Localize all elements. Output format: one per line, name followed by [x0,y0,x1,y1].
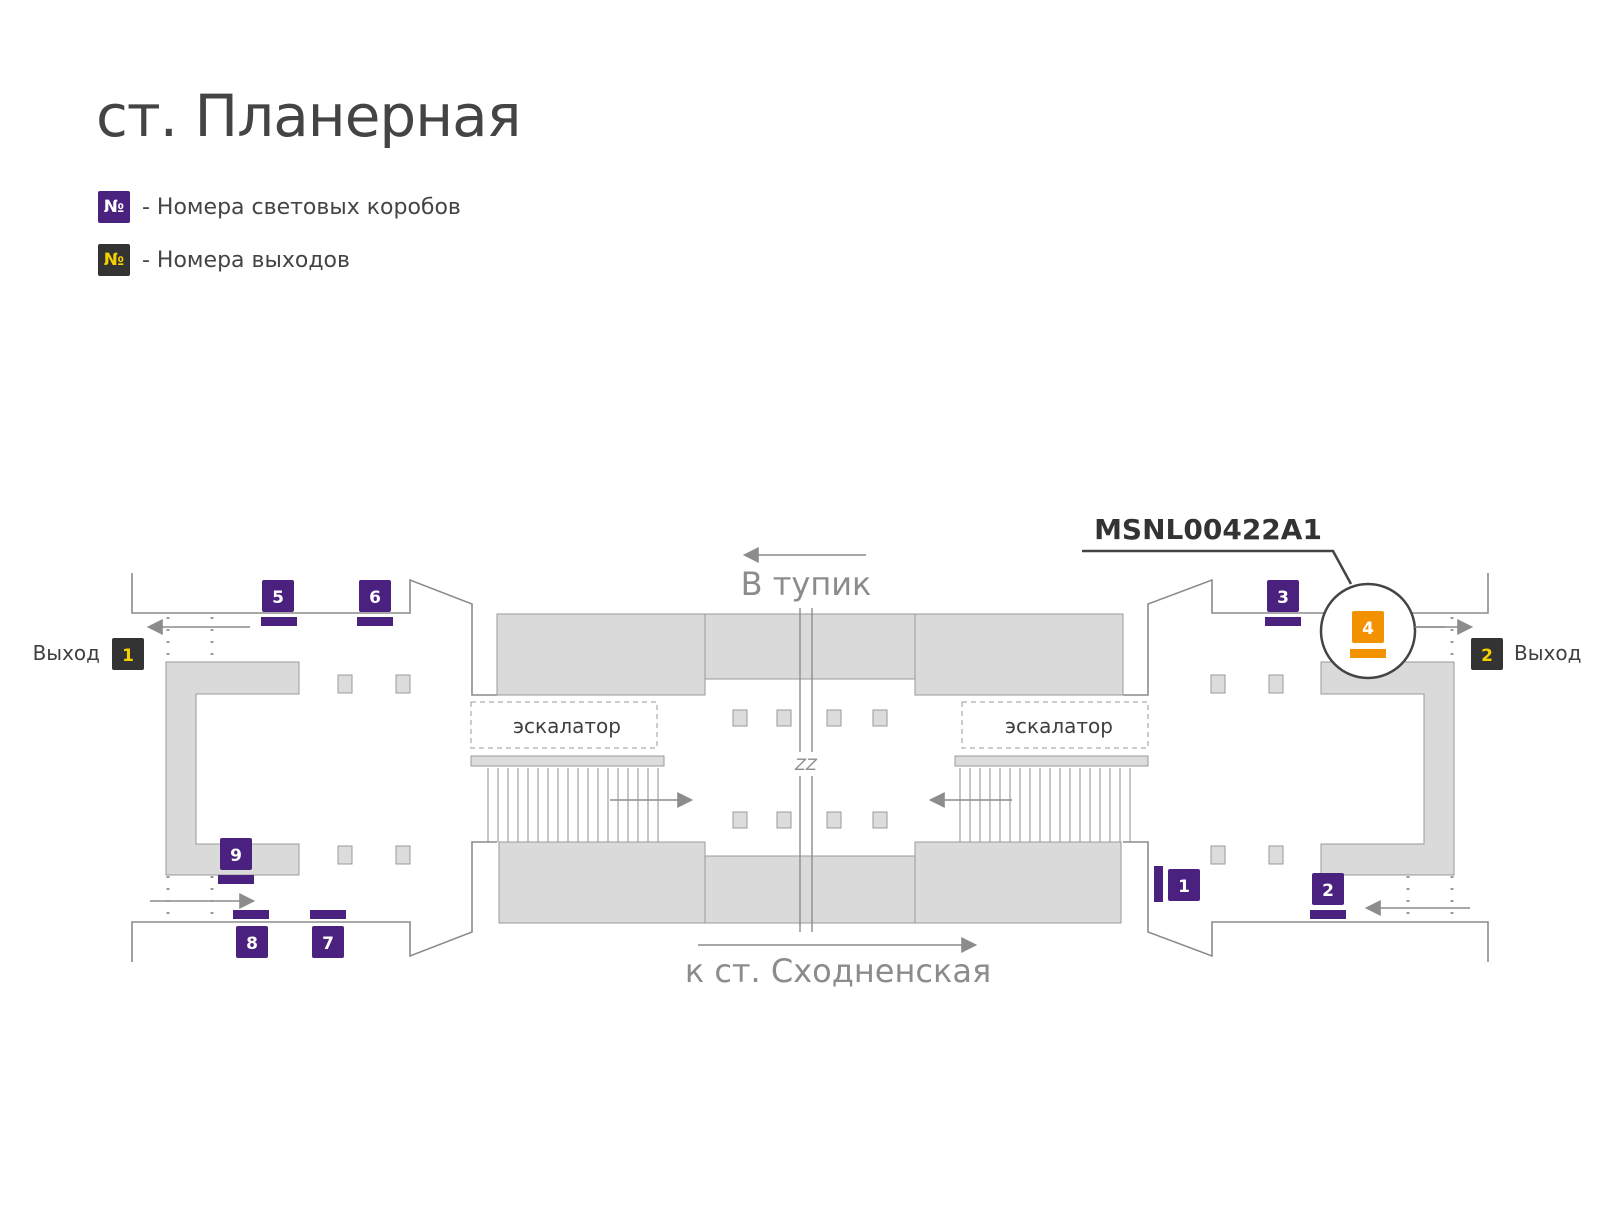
exit-1-number: 1 [122,646,134,666]
exit-2-badge: 2 [1471,638,1503,670]
escalator-right [954,701,1149,842]
track-break-label: ZZ [794,755,818,774]
lightbox-1[interactable]: 1 [1154,866,1200,902]
exit-1-badge: 1 [112,638,144,670]
platform-blocks [165,613,1455,924]
lightbox-legend-swatch: № [98,191,130,223]
exit-2-number: 2 [1481,646,1493,666]
exit-right-label: Выход [1514,641,1581,665]
columns [337,674,1284,865]
legend-exit: № - Номера выходов [98,243,350,277]
lightbox-2-number: 2 [1322,881,1334,901]
direction-top-label: В тупик [741,565,872,603]
lightbox-8[interactable]: 8 [233,910,269,958]
track-divider [796,608,816,932]
lightbox-legend-label: - Номера световых коробов [142,194,461,220]
lightbox-9[interactable]: 9 [218,838,254,884]
exit-legend-swatch: № [98,244,130,276]
lightbox-4-number: 4 [1362,619,1374,639]
exit-legend-label: - Номера выходов [142,247,350,273]
lightbox-6[interactable]: 6 [357,580,393,626]
lightbox-7[interactable]: 7 [310,910,346,958]
direction-bottom-label: к ст. Сходненская [685,952,991,990]
station-title: ст. Планерная [96,82,522,150]
legend-lightbox: № - Номера световых коробов [98,190,461,224]
lightbox-3-number: 3 [1277,588,1289,608]
highlight-callout [1082,549,1445,680]
lightbox-6-number: 6 [369,588,381,608]
escalator-left-label: эскалатор [513,714,621,738]
lightbox-7-number: 7 [322,934,334,954]
highlight-code-label: MSNL00422A1 [1094,513,1322,546]
lightbox-1-number: 1 [1178,877,1190,897]
escalator-right-label: эскалатор [1005,714,1113,738]
exit-left-label: Выход [33,641,100,665]
lightbox-8-number: 8 [246,934,258,954]
station-walls [131,573,1489,962]
escalator-left [470,701,665,842]
lightbox-2[interactable]: 2 [1310,873,1346,919]
lightbox-4-highlighted[interactable]: 4 [1350,611,1386,658]
lightbox-5[interactable]: 5 [261,580,297,626]
lightbox-3[interactable]: 3 [1265,580,1301,626]
lightbox-9-number: 9 [230,846,242,866]
turnstile-lines [166,617,1454,920]
lightbox-5-number: 5 [272,588,284,608]
